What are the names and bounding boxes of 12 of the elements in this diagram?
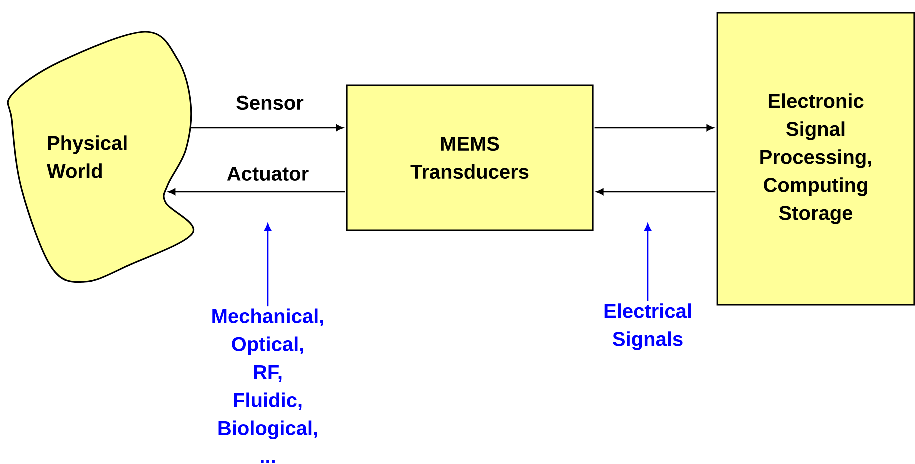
- arrow: [596, 188, 716, 196]
- process-box: Electronic Signal Processing, Computing Storage: [716, 12, 915, 306]
- arrow: [594, 124, 714, 132]
- arrow: [168, 188, 346, 196]
- annotation-text: Electrical Signals: [604, 304, 692, 350]
- process-box: MEMS Transducers: [346, 84, 594, 232]
- edge-label: Sensor: [235, 94, 305, 112]
- arrow: [264, 224, 272, 307]
- edge-label: Actuator: [226, 166, 310, 182]
- annotation-text: Mechanical, Optical, RF, Fluidic, Biological, ...: [212, 308, 324, 464]
- arrow: [644, 224, 652, 302]
- arrow: [190, 124, 344, 132]
